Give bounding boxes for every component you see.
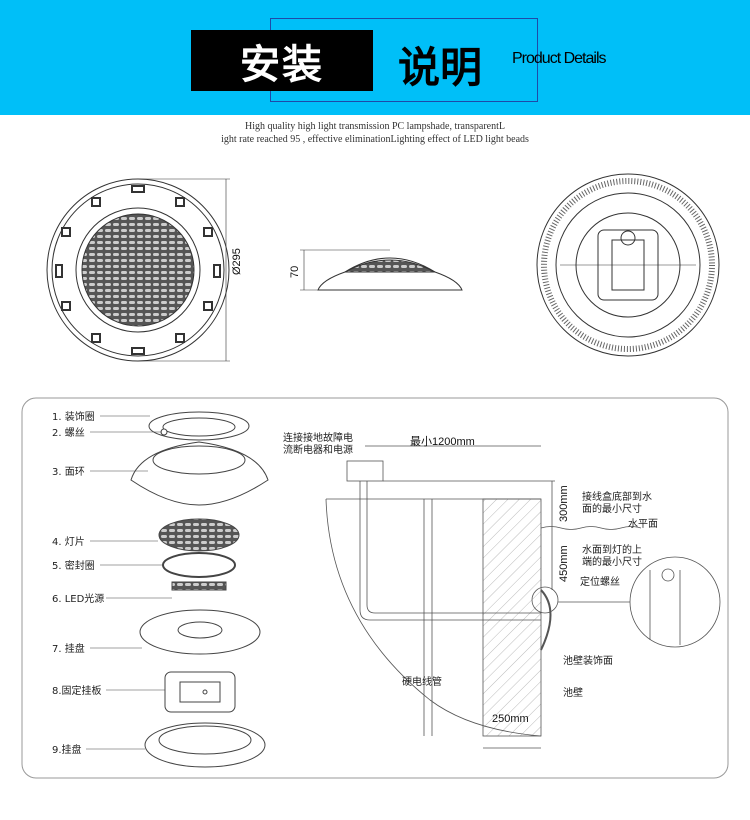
locating-screw-label: 定位螺丝	[580, 575, 620, 588]
junction-label-line2: 面的最小尺寸	[582, 502, 642, 515]
front-view	[46, 178, 230, 362]
part-label-6: 6. LED光源	[52, 592, 104, 605]
title-part1: 安装	[191, 30, 373, 91]
junction-label-line1: 接线盒底部到水	[582, 490, 652, 503]
part-label-3: 3. 面环	[52, 467, 85, 478]
wall-finish-label: 池壁装饰面	[563, 654, 613, 667]
installation-labels: 连接接地故障电 流断电器和电源 最小1200mm 300mm 450mm 接线盒…	[283, 431, 658, 725]
part-label-9: 9.挂盘	[52, 743, 82, 756]
part-label-5: 5. 密封圈	[52, 559, 95, 572]
min-distance-label: 最小1200mm	[410, 435, 475, 448]
part-labels: 1. 装饰圈 2. 螺丝 3. 面环 4. 灯片 5. 密封圈 6. LED光源…	[52, 410, 172, 756]
power-label-line1: 连接接地故障电	[283, 431, 353, 444]
diameter-dimension: Ø295	[231, 248, 243, 275]
water-level-label: 水平面	[628, 518, 658, 530]
part-label-1: 1. 装饰圈	[52, 410, 95, 423]
subtitle-en: Product Details	[512, 50, 606, 67]
part-label-7: 7. 挂盘	[52, 642, 85, 655]
part-label-2: 2. 螺丝	[52, 427, 85, 439]
side-view	[300, 249, 463, 291]
lamp-top-label-line2: 端的最小尺寸	[582, 555, 642, 568]
dim-250: 250mm	[492, 713, 529, 725]
description-line1: High quality high light transmission PC …	[245, 121, 505, 132]
part-label-4: 4. 灯片	[52, 535, 85, 548]
description-line2: ight rate reached 95 , effective elimina…	[221, 134, 529, 145]
exploded-view	[130, 411, 269, 768]
installation-panel	[21, 397, 729, 779]
lamp-top-label-line1: 水面到灯的上	[582, 543, 642, 556]
header-banner	[0, 0, 750, 115]
dim-300: 300mm	[558, 485, 570, 522]
back-view	[536, 173, 720, 357]
pool-wall-label: 池壁	[563, 686, 583, 699]
installation-diagram	[325, 445, 721, 749]
conduit-label: 硬电线管	[402, 675, 442, 688]
dim-450: 450mm	[558, 545, 570, 582]
height-dimension: 70	[289, 266, 301, 278]
title-part2: 说明	[398, 43, 483, 92]
power-label-line2: 流断电器和电源	[283, 443, 353, 456]
part-label-8: 8.固定挂板	[52, 684, 102, 697]
